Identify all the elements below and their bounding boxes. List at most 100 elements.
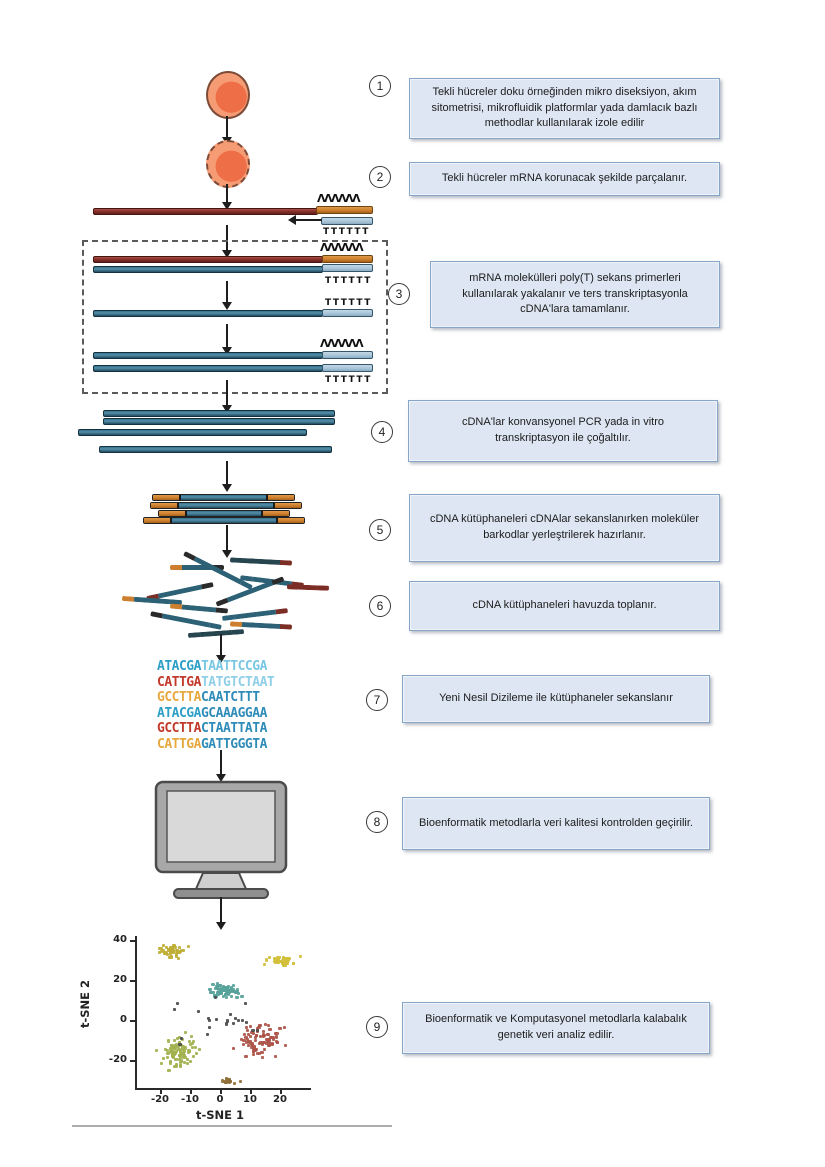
cluster-maroon-right bbox=[276, 1040, 280, 1044]
primer-segment bbox=[322, 351, 373, 359]
cluster-maroon-right bbox=[256, 1051, 260, 1055]
outliers-dark bbox=[180, 1036, 184, 1040]
step-box-9: Bioenformatik ve Komputasyonel metodlarl… bbox=[402, 1002, 710, 1054]
cluster-yellow-topright bbox=[287, 956, 291, 960]
cluster-olive-topleft bbox=[158, 950, 162, 955]
cluster-yellowgreen-left bbox=[192, 1039, 196, 1043]
cluster-teal-center bbox=[215, 982, 219, 986]
cluster-yellowgreen-left bbox=[172, 1051, 176, 1055]
cluster-olive-topleft bbox=[173, 946, 177, 950]
barcoded-cdna bbox=[150, 502, 302, 509]
cluster-olive-topleft bbox=[186, 945, 190, 949]
cluster-yellowgreen-left bbox=[172, 1044, 176, 1048]
cluster-maroon-right bbox=[249, 1040, 253, 1044]
cluster-teal-center bbox=[231, 989, 236, 993]
step-box-7: Yeni Nesil Dizileme ile kütüphaneler sek… bbox=[402, 675, 710, 723]
cluster-yellowgreen-left bbox=[178, 1040, 182, 1044]
cluster-maroon-right bbox=[262, 1041, 266, 1045]
step-text-8: Bioenformatik metodlarla veri kalitesi k… bbox=[419, 816, 693, 829]
cluster-teal-center bbox=[211, 990, 216, 995]
y-tick-label: 0 bbox=[120, 1014, 127, 1025]
cluster-yellowgreen-left bbox=[175, 1042, 179, 1046]
library-fragment bbox=[183, 551, 253, 590]
cluster-olive-topleft bbox=[181, 949, 185, 953]
cluster-brown-bottom bbox=[224, 1076, 229, 1080]
cluster-yellowgreen-left bbox=[182, 1053, 186, 1057]
outliers-dark bbox=[197, 1009, 201, 1014]
cluster-teal-center bbox=[224, 996, 229, 1000]
cluster-yellowgreen-left bbox=[182, 1051, 186, 1055]
cluster-yellow-topright bbox=[268, 955, 272, 960]
down-arrow bbox=[216, 750, 226, 782]
cluster-teal-center bbox=[222, 995, 226, 999]
single-cell-icon bbox=[206, 71, 250, 119]
step-number-4: 4 bbox=[371, 421, 393, 443]
cluster-yellowgreen-left bbox=[182, 1048, 186, 1052]
cluster-olive-topleft bbox=[172, 950, 176, 954]
cluster-maroon-right bbox=[271, 1041, 275, 1045]
read-sequence: TATGTCTAAT bbox=[200, 674, 275, 690]
cluster-maroon-right bbox=[258, 1052, 262, 1056]
outliers-dark bbox=[228, 1012, 232, 1016]
cluster-olive-topleft bbox=[166, 953, 170, 957]
down-arrow bbox=[216, 897, 226, 930]
outliers-dark bbox=[232, 1022, 236, 1026]
cluster-yellowgreen-left bbox=[173, 1039, 177, 1043]
cluster-teal-center bbox=[232, 988, 236, 992]
read-barcode: CATTGA bbox=[157, 736, 201, 752]
library-fragment bbox=[221, 607, 289, 622]
sequence-read: GCCTTACTAATTATA bbox=[157, 721, 274, 737]
cluster-maroon-right bbox=[247, 1033, 251, 1037]
cluster-yellow-topright bbox=[275, 955, 280, 959]
cluster-yellowgreen-left bbox=[174, 1050, 178, 1054]
y-axis-label: t-SNE 2 bbox=[78, 979, 92, 1028]
cluster-maroon-right bbox=[258, 1041, 262, 1045]
cluster-yellowgreen-left bbox=[167, 1068, 171, 1072]
cluster-yellow-topright bbox=[274, 960, 278, 964]
cluster-teal-center bbox=[235, 995, 239, 999]
cluster-yellowgreen-left bbox=[179, 1053, 183, 1057]
step-text-6: cDNA kütüphaneleri havuzda toplanır. bbox=[472, 599, 657, 612]
cluster-olive-topleft bbox=[158, 947, 162, 951]
step-number-3: 3 bbox=[388, 283, 410, 305]
cluster-yellowgreen-left bbox=[191, 1041, 195, 1045]
down-arrow bbox=[222, 184, 232, 210]
cluster-maroon-right bbox=[284, 1043, 288, 1047]
step-number-2: 2 bbox=[369, 166, 391, 188]
cluster-yellowgreen-left bbox=[189, 1043, 193, 1047]
cluster-yellowgreen-left bbox=[178, 1053, 182, 1057]
amplified-cdna bbox=[78, 429, 307, 436]
cluster-olive-topleft bbox=[177, 946, 181, 950]
down-arrow bbox=[222, 324, 232, 355]
cluster-maroon-right bbox=[245, 1041, 249, 1045]
read-barcode: GCCTTA bbox=[157, 690, 201, 705]
down-arrow bbox=[222, 525, 232, 558]
poly-a-segment bbox=[316, 206, 373, 214]
cluster-maroon-right bbox=[253, 1044, 257, 1048]
cluster-olive-topleft bbox=[175, 952, 179, 956]
poly-t-primer bbox=[321, 217, 373, 225]
cluster-maroon-right bbox=[264, 1038, 269, 1042]
outliers-dark bbox=[206, 1033, 210, 1037]
cluster-olive-topleft bbox=[163, 950, 167, 954]
cluster-yellow-topright bbox=[298, 954, 303, 958]
cluster-yellowgreen-left bbox=[187, 1039, 191, 1043]
cluster-yellow-topright bbox=[286, 962, 290, 966]
cluster-yellowgreen-left bbox=[189, 1059, 193, 1063]
y-tick-label: 40 bbox=[113, 934, 127, 945]
cluster-maroon-right bbox=[278, 1027, 282, 1031]
cluster-brown-bottom bbox=[232, 1081, 236, 1085]
cluster-maroon-right bbox=[251, 1042, 255, 1046]
cluster-yellowgreen-left bbox=[172, 1056, 176, 1060]
cluster-teal-center bbox=[231, 984, 236, 988]
cluster-yellowgreen-left bbox=[175, 1037, 179, 1041]
step-box-6: cDNA kütüphaneleri havuzda toplanır. bbox=[409, 581, 720, 631]
amplified-cdna bbox=[103, 410, 335, 417]
library-fragment bbox=[150, 611, 222, 630]
cluster-olive-topleft bbox=[161, 949, 165, 953]
outliers-dark bbox=[255, 1028, 259, 1032]
cluster-teal-center bbox=[240, 995, 244, 999]
outliers-dark bbox=[215, 1018, 219, 1022]
